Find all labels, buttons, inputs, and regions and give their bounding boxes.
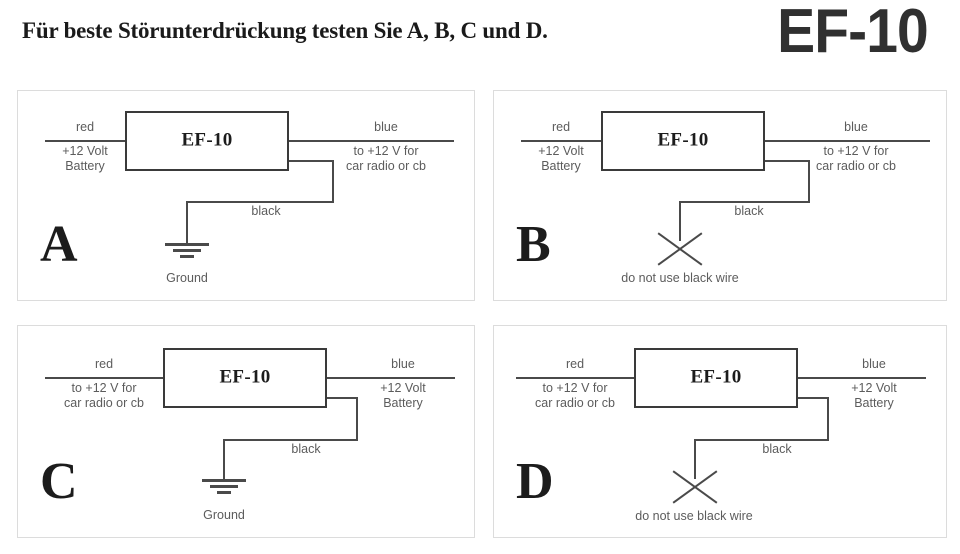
diagram-panel-a: A EF-10 red +12 Volt Battery blue to +12… [17, 90, 475, 301]
label-black-a: black [251, 204, 281, 218]
wire-blue-c [327, 377, 455, 379]
wire-blue-d [798, 377, 926, 379]
wire-black-seg4-a [186, 201, 188, 245]
ef10-device-box-c: EF-10 [163, 348, 327, 408]
wire-black-seg3-a [186, 201, 333, 203]
wire-black-seg4-b [679, 201, 681, 241]
wire-black-seg2-b [808, 160, 810, 203]
label-blue-a: blue [374, 120, 398, 134]
brand-logo: EF-10 [777, 0, 929, 66]
do-not-use-x-icon-b [657, 231, 703, 267]
diagram-panel-b: B EF-10 red +12 Volt Battery blue to +12… [493, 90, 947, 301]
ef10-device-label-d: EF-10 [690, 366, 742, 388]
panel-letter-a: A [40, 216, 78, 273]
wire-black-seg4-d [694, 439, 696, 479]
diagram-panel-d: D EF-10 red to +12 V for car radio or cb… [493, 325, 947, 538]
label-blue-c: blue [391, 357, 415, 371]
wire-black-seg1-a [289, 160, 333, 162]
label-battery-line2-c: Battery [383, 396, 423, 410]
do-not-use-x-icon-d [672, 469, 718, 505]
label-black-d: black [762, 442, 792, 456]
label-battery-line2-d: Battery [854, 396, 894, 410]
label-ground-a: Ground [166, 271, 208, 285]
panel-letter-c: C [40, 453, 78, 510]
label-radio-line1-b: to +12 V for [823, 144, 889, 158]
label-battery-line2-b: Battery [541, 159, 581, 173]
label-black-b: black [734, 204, 764, 218]
wire-red-c [45, 377, 163, 379]
label-battery-line2-a: Battery [65, 159, 105, 173]
label-battery-line1-a: +12 Volt [62, 144, 108, 158]
label-do-not-use-d: do not use black wire [635, 509, 753, 523]
label-radio-line1-d: to +12 V for [542, 381, 608, 395]
wire-blue-b [765, 140, 930, 142]
ef10-device-label-c: EF-10 [219, 366, 271, 388]
wire-black-seg3-b [679, 201, 809, 203]
label-blue-d: blue [862, 357, 886, 371]
wire-black-seg1-d [798, 397, 828, 399]
label-radio-line1-c: to +12 V for [71, 381, 137, 395]
wire-black-seg2-a [332, 160, 334, 203]
label-red-b: red [551, 120, 571, 134]
label-black-c: black [291, 442, 321, 456]
ef10-device-box-d: EF-10 [634, 348, 798, 408]
wire-black-seg4-c [223, 439, 225, 481]
wire-black-seg3-d [694, 439, 828, 441]
wire-black-seg2-c [356, 397, 358, 441]
label-radio-line2-a: car radio or cb [346, 159, 426, 173]
label-radio-line2-c: car radio or cb [64, 396, 144, 410]
wire-red-a [45, 140, 125, 142]
wire-red-d [516, 377, 634, 379]
label-red-d: red [565, 357, 585, 371]
label-do-not-use-b: do not use black wire [621, 271, 739, 285]
label-battery-line1-b: +12 Volt [538, 144, 584, 158]
ground-symbol-c [202, 479, 246, 497]
label-radio-line1-a: to +12 V for [353, 144, 419, 158]
label-red-a: red [75, 120, 95, 134]
label-radio-line2-b: car radio or cb [816, 159, 896, 173]
label-battery-line1-d: +12 Volt [851, 381, 897, 395]
ef10-device-box-b: EF-10 [601, 111, 765, 171]
panel-letter-d: D [516, 453, 554, 510]
wire-black-seg1-b [765, 160, 809, 162]
ground-symbol-a [165, 243, 209, 261]
page-header: Für beste Störunterdrückung testen Sie A… [0, 0, 960, 76]
label-blue-b: blue [844, 120, 868, 134]
panel-letter-b: B [516, 216, 551, 273]
page-title: Für beste Störunterdrückung testen Sie A… [22, 18, 548, 43]
wire-black-seg2-d [827, 397, 829, 441]
wire-black-seg3-c [223, 439, 357, 441]
wire-blue-a [289, 140, 454, 142]
wire-black-seg1-c [327, 397, 357, 399]
ef10-device-label-a: EF-10 [181, 129, 233, 151]
label-radio-line2-d: car radio or cb [535, 396, 615, 410]
wire-red-b [521, 140, 601, 142]
diagram-panel-c: C EF-10 red to +12 V for car radio or cb… [17, 325, 475, 538]
label-red-c: red [94, 357, 114, 371]
label-ground-c: Ground [203, 508, 245, 522]
label-battery-line1-c: +12 Volt [380, 381, 426, 395]
ef10-device-box-a: EF-10 [125, 111, 289, 171]
ef10-device-label-b: EF-10 [657, 129, 709, 151]
